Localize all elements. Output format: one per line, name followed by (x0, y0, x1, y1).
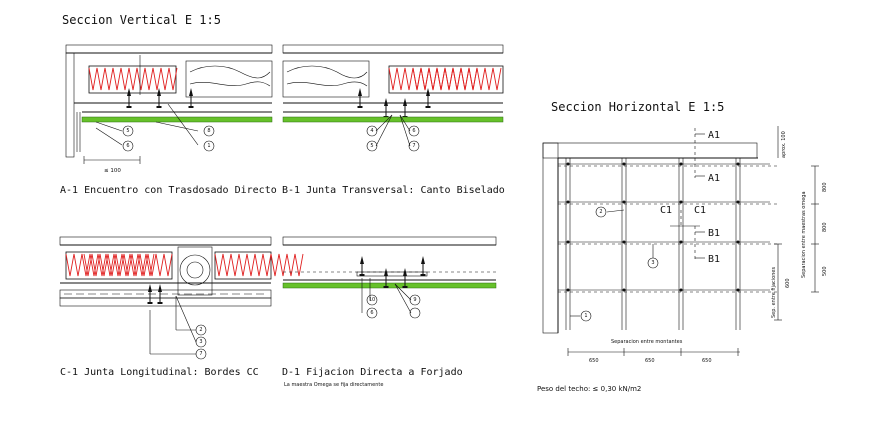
plan-wall-left (542, 142, 559, 334)
callout-b1-4: 4 (366, 125, 378, 137)
label-omega-spacing: Separacion entre maestras omega (801, 191, 807, 278)
callout-b1-7: 7 (408, 140, 420, 152)
callout-plan-1: 1 (580, 310, 592, 322)
dim-650-3: 650 (702, 358, 712, 364)
wood-joist (282, 60, 370, 98)
caption-d1-note: La maestra Omega se fija directamente (284, 382, 383, 388)
dim-500: 500 (822, 266, 828, 276)
callout-plan-2: 2 (595, 206, 607, 218)
callout-c1-7: 7 (195, 348, 207, 360)
plasterboard-green (81, 116, 273, 123)
detail-a1: ≤ 100 5 6 8 1 A-1 Encuentro con Trasdosa… (60, 44, 277, 196)
plasterboard-green (282, 116, 504, 123)
label-aprox-100: aprox. 100 (781, 131, 787, 158)
section-mark-b1-top: B1 (708, 228, 720, 239)
section-mark-c1-right: C1 (694, 205, 706, 216)
caption-d1: D-1 Fijacion Directa a Forjado (282, 367, 463, 378)
load-note: Peso del techo: ≤ 0,30 kN/m2 (537, 385, 641, 393)
callout-plan-3: 3 (647, 257, 659, 269)
dim-650-1: 650 (589, 358, 599, 364)
svg-text:10: 10 (369, 297, 375, 303)
title-vertical-section: Seccion Vertical E 1:5 (62, 13, 221, 27)
detail-b1: 4 5 6 7 (282, 44, 504, 152)
plan-horizontal: A1 A1 C1 C1 B1 B1 2 3 1 Separacion entre… (542, 126, 828, 364)
svg-text:2: 2 (199, 327, 202, 333)
dim-600: 600 (785, 278, 791, 288)
callout-d1-extra (409, 307, 421, 319)
section-mark-a1-top: A1 (708, 130, 720, 141)
callout-b1-6: 6 (408, 125, 420, 137)
svg-text:4: 4 (370, 128, 373, 134)
dim-650-2: 650 (645, 358, 655, 364)
callout-d1-9: 9 (409, 294, 421, 306)
wall-hatch (65, 52, 75, 158)
svg-text:1: 1 (584, 313, 587, 319)
callout-b1-5: 5 (366, 140, 378, 152)
svg-text:7: 7 (412, 143, 415, 149)
dim-800-2: 800 (822, 222, 828, 232)
section-mark-a1-bottom: A1 (708, 173, 720, 184)
callout-a1-6: 6 (122, 140, 134, 152)
svg-text:6: 6 (126, 143, 129, 149)
svg-text:6: 6 (412, 128, 415, 134)
detail-d1: 10 6 9 (282, 236, 497, 319)
callout-a1-8: 8 (203, 125, 215, 137)
wood-end-grain (177, 246, 213, 296)
svg-text:9: 9 (413, 297, 416, 303)
svg-text:3: 3 (651, 260, 654, 266)
callout-d1-10: 10 (366, 294, 378, 306)
detail-c1: 2 3 7 (59, 236, 304, 360)
slab-hatch (65, 44, 273, 54)
callout-d1-6: 6 (366, 307, 378, 319)
svg-text:3: 3 (199, 339, 202, 345)
caption-a1: A-1 Encuentro con Trasdosado Directo (60, 185, 277, 196)
svg-text:5: 5 (370, 143, 373, 149)
svg-text:5: 5 (126, 128, 129, 134)
callout-a1-5: 5 (122, 125, 134, 137)
dimension-label: ≤ 100 (104, 168, 121, 174)
title-horizontal-section: Seccion Horizontal E 1:5 (551, 100, 724, 114)
plan-wall-top (542, 142, 758, 159)
svg-text:2: 2 (599, 209, 602, 215)
insulation-layer (388, 65, 504, 94)
svg-text:7: 7 (199, 351, 202, 357)
svg-text:6: 6 (370, 310, 373, 316)
caption-b1: B-1 Junta Transversal: Canto Biselado (282, 185, 505, 196)
plasterboard-green (282, 282, 497, 289)
callout-c1-2: 2 (195, 324, 207, 336)
svg-text:8: 8 (207, 128, 210, 134)
dim-800-1: 800 (822, 182, 828, 192)
label-fixings-spacing: Sep. entre fijaciones (771, 267, 777, 318)
section-mark-b1-bottom: B1 (708, 254, 720, 265)
label-spacing-studs: Separacion entre montantes (611, 339, 683, 345)
wood-joist (185, 60, 273, 98)
caption-c1: C-1 Junta Longitudinal: Bordes CC (60, 367, 259, 378)
callout-a1-1: 1 (203, 140, 215, 152)
callout-c1-3: 3 (195, 336, 207, 348)
svg-text:1: 1 (207, 143, 210, 149)
section-mark-c1-left: C1 (660, 205, 672, 216)
